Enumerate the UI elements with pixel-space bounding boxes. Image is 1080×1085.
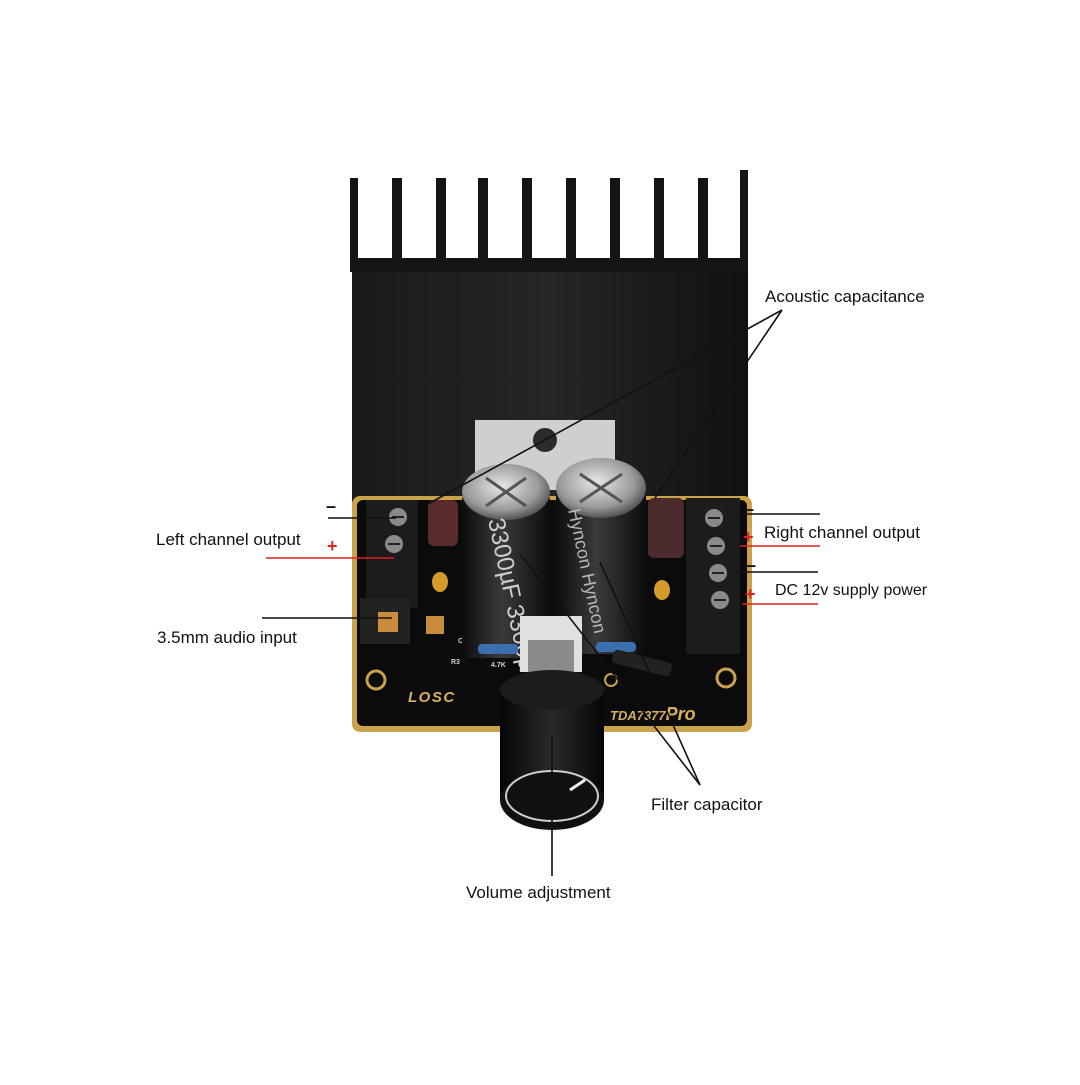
label-acoustic-capacitance: Acoustic capacitance: [765, 287, 925, 306]
heatsink-fins: [350, 170, 748, 272]
heatsink: [350, 170, 748, 515]
left-minus-sign: –: [326, 496, 337, 516]
polarity-lines: [266, 545, 820, 605]
leader-lines: [262, 309, 820, 876]
label-dc-supply-power: DC 12v supply power: [775, 582, 928, 599]
left-plus-sign: +: [327, 536, 338, 556]
right-output-terminal: [686, 498, 740, 654]
brand-logo: LOSC: [408, 689, 456, 706]
audio-jack: [360, 598, 444, 644]
right-plus-sign: +: [743, 527, 754, 547]
label-left-channel-output: Left channel output: [156, 530, 301, 549]
svg-text:R3: R3: [451, 659, 460, 666]
dc-plus-sign: +: [745, 584, 756, 604]
svg-text:4.7K: 4.7K: [491, 662, 506, 669]
left-output-terminal: [366, 500, 418, 608]
label-audio-input: 3.5mm audio input: [157, 628, 297, 647]
model-label: TDA7377Pro: [610, 704, 696, 724]
right-minus-sign: –: [744, 499, 755, 519]
filter-capacitor-right: Hyncon Hyncon: [556, 458, 646, 654]
label-right-channel-output: Right channel output: [764, 523, 920, 542]
label-volume-adjustment: Volume adjustment: [466, 883, 611, 902]
dc-minus-sign: –: [746, 555, 757, 575]
label-filter-capacitor: Filter capacitor: [651, 795, 763, 814]
